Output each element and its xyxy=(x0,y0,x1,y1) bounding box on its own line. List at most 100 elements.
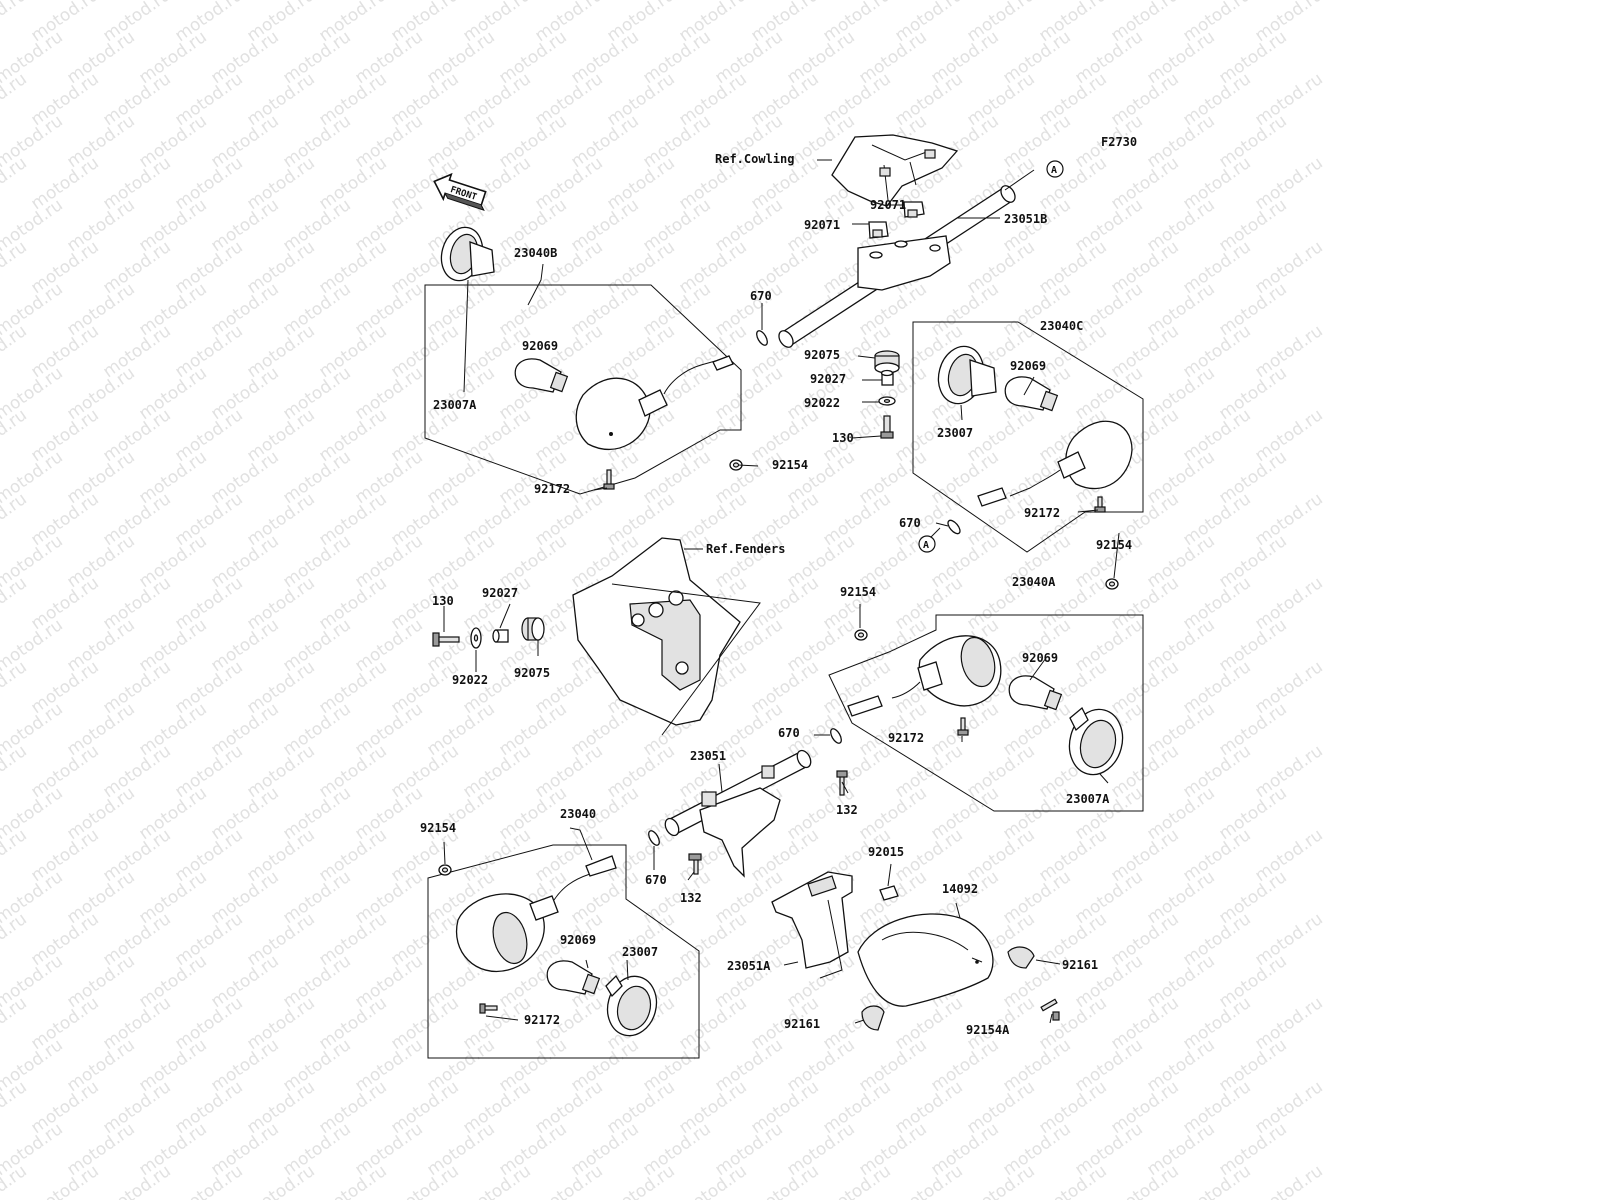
watermark-text: motod.ru xyxy=(27,825,102,886)
watermark-text: motod.ru xyxy=(0,405,31,466)
watermark-text: motod.ru xyxy=(135,1119,210,1180)
watermark-text: motod.ru xyxy=(207,951,282,1012)
watermark-text: motod.ru xyxy=(279,699,354,760)
watermark-text: motod.ru xyxy=(1215,111,1290,172)
watermark-text: motod.ru xyxy=(99,405,174,466)
watermark-text: motod.ru xyxy=(603,237,678,298)
watermark-text: motod.ru xyxy=(459,741,534,802)
watermark-text: motod.ru xyxy=(387,741,462,802)
watermark-text: motod.ru xyxy=(1143,1119,1218,1180)
watermark-text: motod.ru xyxy=(747,573,822,634)
watermark-text: motod.ru xyxy=(27,909,102,970)
bolt-132-low xyxy=(688,853,702,875)
part-label: 670 xyxy=(750,289,772,303)
diagram-code: F2730 xyxy=(1101,135,1137,149)
watermark-text: motod.ru xyxy=(207,615,282,676)
watermark-text: motod.ru xyxy=(63,783,138,844)
watermark-text: motod.ru xyxy=(135,615,210,676)
watermark-text: motod.ru xyxy=(1143,531,1218,592)
screw-92172-b xyxy=(603,469,615,490)
watermark-text: motod.ru xyxy=(531,1077,606,1138)
watermark-text: motod.ru xyxy=(171,909,246,970)
part-label: 23040B xyxy=(514,246,557,260)
watermark-text: motod.ru xyxy=(567,447,642,508)
license-bracket-23051a xyxy=(771,871,853,979)
watermark-text: motod.ru xyxy=(243,909,318,970)
watermark-text: motod.ru xyxy=(531,741,606,802)
watermark-text: motod.ru xyxy=(1251,69,1326,130)
watermark-text: motod.ru xyxy=(783,1035,858,1096)
watermark-text: motod.ru xyxy=(1215,1119,1290,1180)
watermark-text: motod.ru xyxy=(243,573,318,634)
watermark-text: motod.ru xyxy=(315,237,390,298)
watermark-text: motod.ru xyxy=(27,1077,102,1138)
watermark-text: motod.ru xyxy=(27,657,102,718)
watermark-text: motod.ru xyxy=(207,111,282,172)
watermark-text: motod.ru xyxy=(207,1119,282,1180)
watermark-text: motod.ru xyxy=(315,825,390,886)
watermark-text: motod.ru xyxy=(783,1119,858,1180)
watermark-text: motod.ru xyxy=(963,825,1038,886)
watermark-text: motod.ru xyxy=(279,279,354,340)
watermark-text: motod.ru xyxy=(99,909,174,970)
part-label: 92172 xyxy=(888,731,924,745)
watermark-text: motod.ru xyxy=(495,111,570,172)
watermark-text: motod.ru xyxy=(243,1077,318,1138)
watermark-text: motod.ru xyxy=(459,1077,534,1138)
watermark-text: motod.ru xyxy=(747,1077,822,1138)
watermark-text: motod.ru xyxy=(279,531,354,592)
watermark-text: motod.ru xyxy=(1179,909,1254,970)
watermark-text: motod.ru xyxy=(1179,825,1254,886)
watermark-text: motod.ru xyxy=(1215,615,1290,676)
watermark-text: motod.ru xyxy=(1143,867,1218,928)
part-label: 92071 xyxy=(870,198,906,212)
watermark-text: motod.ru xyxy=(279,27,354,88)
watermark-text: motod.ru xyxy=(567,279,642,340)
watermark-text: motod.ru xyxy=(567,1119,642,1180)
grommet-92075-top xyxy=(874,350,900,374)
watermark-text: motod.ru xyxy=(1035,153,1110,214)
watermark-text: motod.ru xyxy=(1179,321,1254,382)
housing-23040b xyxy=(575,357,727,450)
watermark-text: motod.ru xyxy=(27,405,102,466)
watermark-text: motod.ru xyxy=(891,1077,966,1138)
watermark-text: motod.ru xyxy=(207,363,282,424)
watermark-text: motod.ru xyxy=(1107,1077,1182,1138)
watermark-text: motod.ru xyxy=(27,69,102,130)
part-label: 92161 xyxy=(784,1017,820,1031)
watermark-text: motod.ru xyxy=(855,1035,930,1096)
part-label: 92172 xyxy=(1024,506,1060,520)
lens-23007a-b xyxy=(440,226,495,282)
watermark-text: motod.ru xyxy=(0,69,31,130)
o-ring-670-low xyxy=(648,830,660,846)
watermark-text: motod.ru xyxy=(135,279,210,340)
watermark-text: motod.ru xyxy=(927,531,1002,592)
watermark-text: motod.ru xyxy=(999,699,1074,760)
watermark-text: motod.ru xyxy=(387,69,462,130)
watermark-text: motod.ru xyxy=(999,1119,1074,1180)
watermark-text: motod.ru xyxy=(351,699,426,760)
watermark-text: motod.ru xyxy=(1215,1035,1290,1096)
watermark-text: motod.ru xyxy=(279,195,354,256)
lens-23007a-a xyxy=(1068,706,1124,776)
watermark-text: motod.ru xyxy=(1179,573,1254,634)
connector-23040b xyxy=(712,355,734,371)
lens-23007-d xyxy=(605,974,658,1037)
watermark-text: motod.ru xyxy=(0,657,31,718)
watermark-text: motod.ru xyxy=(315,573,390,634)
watermark-text: motod.ru xyxy=(1107,153,1182,214)
watermark-text: motod.ru xyxy=(1215,279,1290,340)
watermark-text: motod.ru xyxy=(0,1077,31,1138)
watermark-text: motod.ru xyxy=(0,993,31,1054)
watermark-text: motod.ru xyxy=(927,279,1002,340)
watermark-text: motod.ru xyxy=(351,531,426,592)
watermark-text: motod.ru xyxy=(963,1077,1038,1138)
grommet-92075-left xyxy=(521,617,545,641)
watermark-text: motod.ru xyxy=(0,825,31,886)
watermark-text: motod.ru xyxy=(1071,615,1146,676)
watermark-text: motod.ru xyxy=(351,951,426,1012)
screw-92154a xyxy=(1040,998,1060,1021)
part-label: 92015 xyxy=(868,845,904,859)
watermark-text: motod.ru xyxy=(459,489,534,550)
watermark-text: motod.ru xyxy=(963,237,1038,298)
